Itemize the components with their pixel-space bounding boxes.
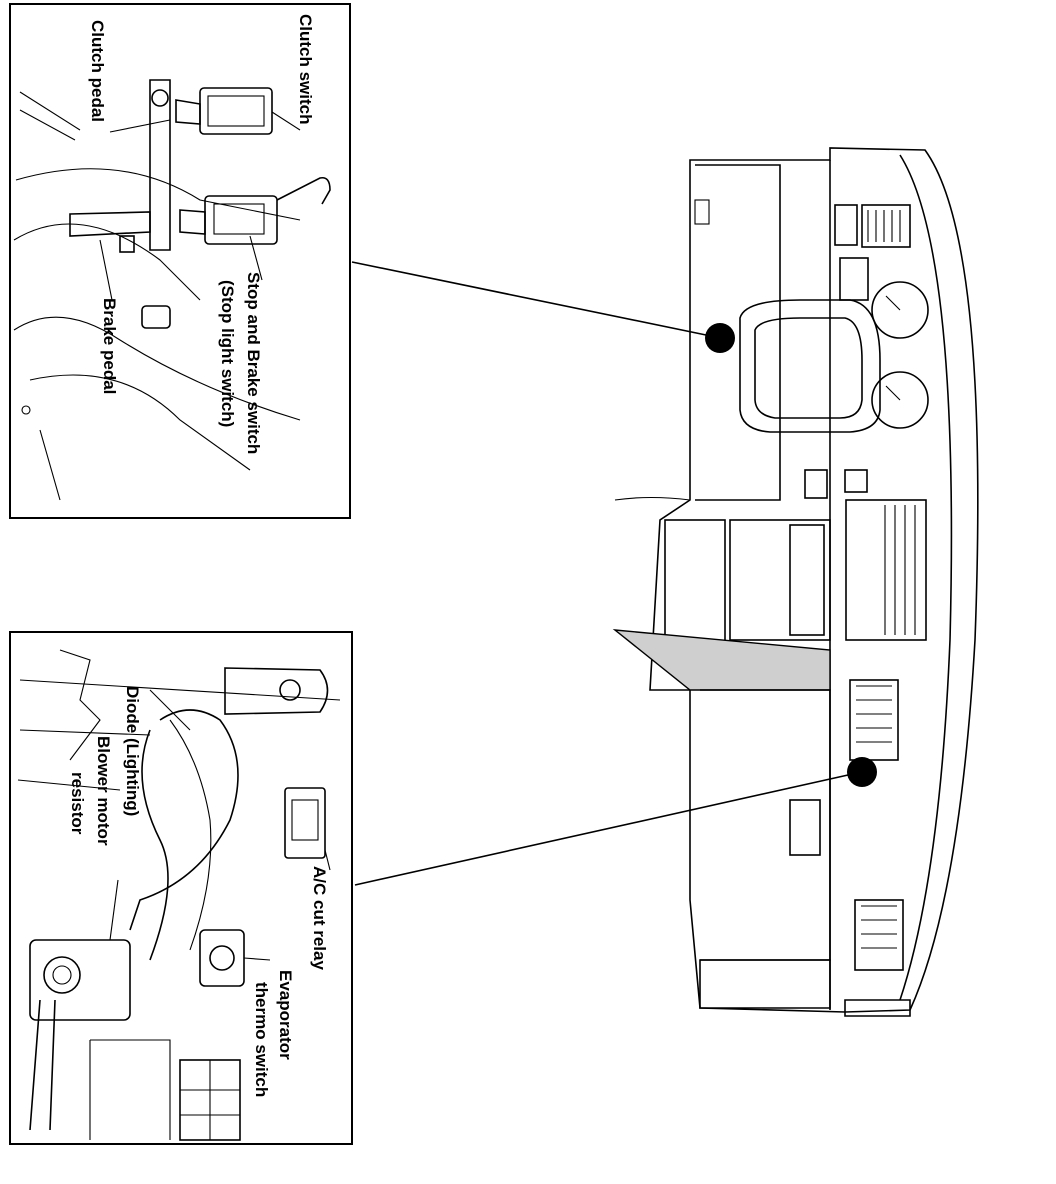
label-thermo-switch: thermo switch — [252, 982, 271, 1097]
heater-callout-line — [354, 774, 849, 886]
label-stop-light-switch: (Stop light switch) — [218, 280, 237, 427]
dashboard-overview — [612, 147, 979, 1017]
label-stop-brake-switch: Stop and Brake switch — [244, 272, 263, 454]
inset-heater-area — [9, 631, 353, 1145]
label-ac-cut-relay: A/C cut relay — [310, 866, 329, 970]
label-resistor: resistor — [68, 772, 87, 835]
label-clutch-pedal: Clutch pedal — [88, 20, 107, 122]
label-clutch-switch: Clutch switch — [296, 14, 315, 125]
label-brake-pedal: Brake pedal — [100, 298, 119, 394]
label-evaporator: Evaporator — [276, 970, 295, 1060]
pedal-location-marker — [705, 323, 735, 353]
heater-location-marker — [847, 757, 877, 787]
label-blower-motor: Blower motor — [94, 736, 113, 846]
inset-pedal-area — [9, 3, 351, 519]
pedal-callout-line — [351, 261, 707, 336]
label-diode: Diode (Lighting) — [123, 686, 142, 816]
